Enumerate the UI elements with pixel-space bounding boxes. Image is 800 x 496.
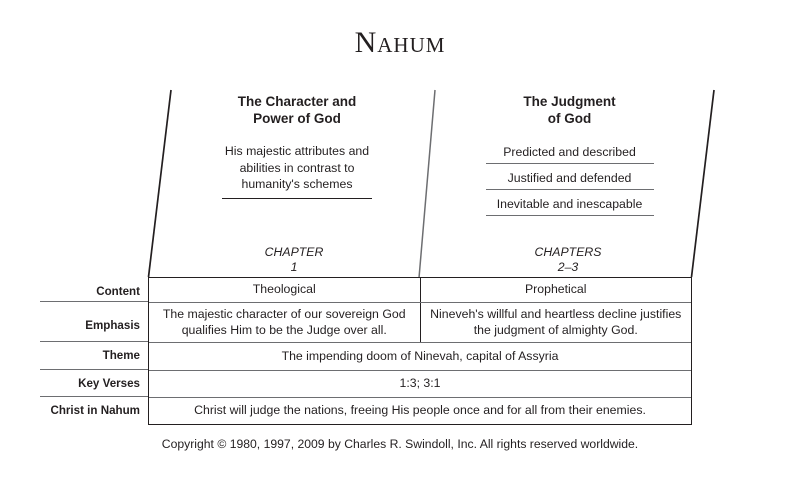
table-cell: Theological — [149, 278, 421, 302]
table-cell: Prophetical — [524, 282, 587, 297]
table-row: Theological Prophetical — [149, 278, 691, 302]
chapter-label-right: CHAPTERS 2–3 — [534, 245, 602, 274]
column-panel-right: The Judgment of God Predicted and descri… — [452, 90, 687, 216]
column-listing-right: Predicted and described Justified and de… — [452, 145, 687, 216]
listing-item: Predicted and described — [485, 145, 654, 164]
table-row: 1:3; 3:1 — [149, 370, 691, 397]
table-row: Christ will judge the nations, freeing H… — [149, 397, 691, 424]
column-heading-left: The Character and Power of God — [237, 94, 357, 126]
row-label-emphasis: Emphasis — [85, 319, 140, 332]
table-cell: Christ will judge the nations, freeing H… — [194, 403, 646, 418]
row-label-christ-in-nahum: Christ in Nahum — [50, 404, 140, 417]
row-label-content: Content — [96, 285, 140, 298]
frame-left-edge — [147, 89, 172, 278]
label-separator — [40, 369, 148, 370]
table-row: The impending doom of Ninevah, capital o… — [149, 342, 691, 370]
table-row: The majestic character of our sovereign … — [149, 302, 691, 342]
listing-item: Justified and defended — [485, 171, 654, 190]
frame-right-edge — [690, 89, 715, 278]
table-cell: The majestic character of our sovereign … — [149, 303, 421, 342]
listing-item: Inevitable and inescapable — [485, 197, 654, 216]
column-description-left: His majestic attributes and abilities in… — [224, 144, 370, 191]
row-label-key-verses: Key Verses — [78, 377, 140, 390]
page-title: Nahum — [354, 26, 446, 59]
table-cell: The impending doom of Ninevah, capital o… — [281, 348, 559, 363]
table-cell: 1:3; 3:1 — [399, 376, 441, 391]
label-separator — [40, 341, 148, 342]
row-label-theme: Theme — [102, 349, 140, 362]
table-cell: Nineveh's willful and heartless decline … — [430, 307, 682, 337]
underline-rule — [222, 197, 372, 199]
comparison-table: Theological Prophetical The majestic cha… — [148, 277, 692, 425]
column-panel-left: The Character and Power of God His majes… — [172, 90, 422, 199]
label-separator — [40, 396, 148, 397]
chapter-label-left: CHAPTER 1 — [264, 245, 324, 274]
copyright-notice: Copyright © 1980, 1997, 2009 by Charles … — [161, 437, 639, 451]
label-separator — [40, 301, 148, 302]
column-heading-right: The Judgment of God — [523, 94, 616, 126]
